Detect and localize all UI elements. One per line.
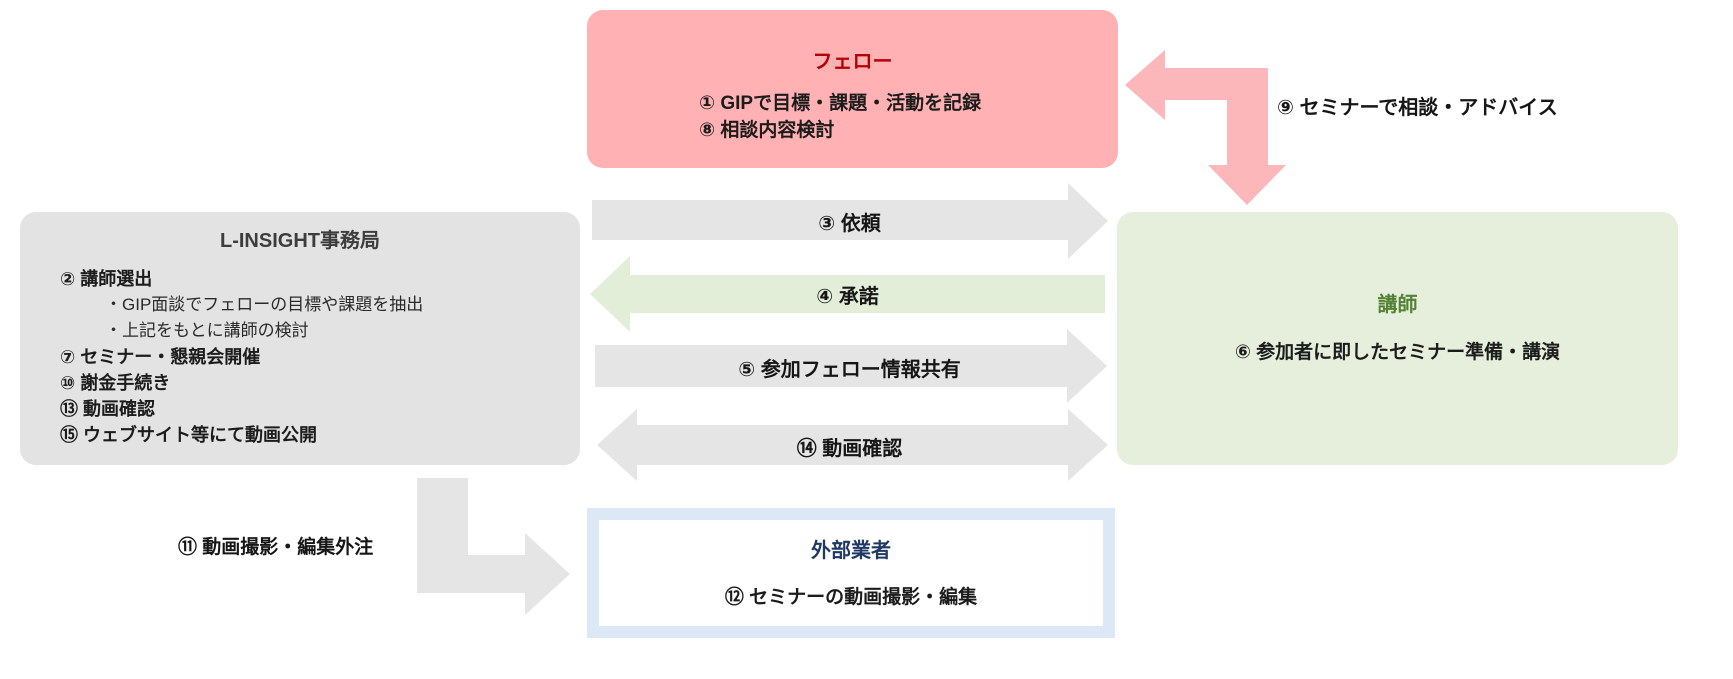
outsource-arrow-head-right-icon bbox=[525, 533, 570, 615]
video-check-arrow-label: ⑭ 動画確認 bbox=[796, 438, 903, 460]
request-arrow-body bbox=[592, 200, 1068, 240]
lecturer-task-prepare-seminar: ⑥ 参加者に即したセミナー準備・講演 bbox=[1234, 342, 1561, 363]
vendor-task-filming-editing: ⑫ セミナーの動画撮影・編集 bbox=[724, 587, 978, 608]
consult-arrow-label: ⑨ セミナーで相談・アドバイス bbox=[1277, 97, 1558, 119]
outsource-arrow-label: ⑪ 動画撮影・編集外注 bbox=[178, 537, 374, 558]
office-task-video-check: ⑬ 動画確認 bbox=[60, 399, 156, 419]
lecturer-box: 講師 ⑥ 参加者に即したセミナー準備・講演 bbox=[1117, 212, 1678, 465]
fellow-box-title: フェロー bbox=[812, 51, 893, 73]
office-task-publish-video: ⑮ ウェブサイト等にて動画公開 bbox=[60, 425, 317, 445]
office-box-title: L-INSIGHT事務局 bbox=[220, 230, 380, 252]
consult-arrow-head-left-icon bbox=[1125, 50, 1165, 120]
consult-arrow-head-down-icon bbox=[1208, 165, 1286, 205]
office-box: L-INSIGHT事務局 bbox=[20, 212, 580, 465]
video-check-arrow-head-left-icon bbox=[597, 409, 637, 481]
consult-arrow-vertical-body bbox=[1227, 68, 1268, 165]
office-task-select-lecturer: ② 講師選出 bbox=[60, 269, 153, 289]
request-arrow-head-right-icon bbox=[1068, 183, 1108, 259]
vendor-box-title: 外部業者 bbox=[811, 540, 891, 562]
fellow-task-record: ① GIPで目標・課題・活動を記録 bbox=[699, 93, 982, 114]
request-arrow-label: ③ 依頼 bbox=[818, 213, 881, 235]
fellow-box: フェロー ① GIPで目標・課題・活動を記録 ⑧ 相談内容検討 bbox=[587, 10, 1118, 168]
outsource-arrow-horizontal-body bbox=[417, 555, 525, 593]
fellow-box-tasks: ① GIPで目標・課題・活動を記録 ⑧ 相談内容検討 bbox=[699, 90, 981, 144]
lecturer-box-title: 講師 bbox=[1377, 294, 1418, 316]
accept-arrow-head-left-icon bbox=[590, 256, 630, 332]
accept-arrow-body bbox=[630, 275, 1105, 313]
share-arrow-label: ⑤ 参加フェロー情報共有 bbox=[738, 359, 961, 381]
accept-arrow-label: ④ 承諾 bbox=[816, 286, 879, 308]
office-task-honorarium: ⑩ 謝金手続き bbox=[60, 373, 171, 393]
share-arrow-head-right-icon bbox=[1067, 329, 1107, 403]
video-check-arrow-head-right-icon bbox=[1068, 409, 1108, 481]
fellow-task-consult-review: ⑧ 相談内容検討 bbox=[699, 120, 835, 141]
office-subtask-gip-interview: ・GIP面談でフェローの目標や課題を抽出 bbox=[105, 295, 424, 314]
vendor-box-inner: 外部業者 ⑫ セミナーの動画撮影・編集 bbox=[599, 520, 1103, 626]
share-arrow-body bbox=[595, 345, 1067, 387]
vendor-box: 外部業者 ⑫ セミナーの動画撮影・編集 bbox=[587, 508, 1115, 638]
office-subtask-lecturer-review: ・上記をもとに講師の検討 bbox=[105, 321, 309, 340]
video-check-arrow-body bbox=[637, 425, 1068, 465]
office-task-seminar-social: ⑦ セミナー・懇親会開催 bbox=[60, 347, 261, 367]
office-task-list: ② 講師選出 ・GIP面談でフェローの目標や課題を抽出 ・上記をもとに講師の検討… bbox=[60, 266, 423, 448]
